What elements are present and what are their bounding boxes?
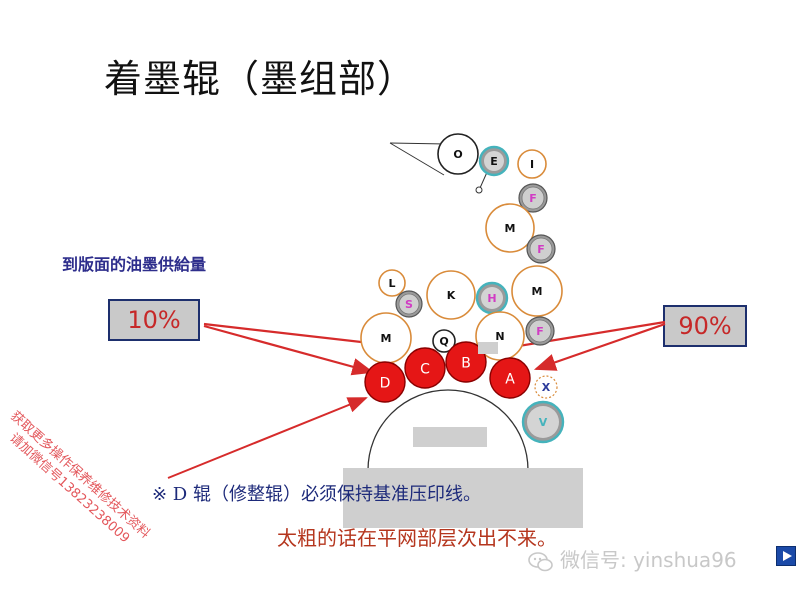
roller-label: N — [495, 330, 504, 343]
roller-label: S — [405, 298, 413, 311]
roller-a: A — [489, 357, 531, 399]
roller-h: H — [475, 281, 509, 315]
roller-label: X — [542, 381, 551, 394]
roller-label: B — [461, 355, 471, 371]
roller-label: H — [487, 292, 496, 305]
d-roller-note: ※ D 辊（修整辊）必须保持基准压印线。 — [152, 484, 481, 505]
roller-label: Q — [439, 335, 448, 348]
roller-f: F — [518, 183, 548, 213]
too-thick-note: 太粗的话在平网部层次出不来。 — [277, 526, 557, 550]
roller-label: M — [381, 332, 392, 345]
roller-label: L — [388, 277, 395, 290]
roller-label: M — [505, 222, 516, 235]
roller-label: V — [539, 416, 548, 429]
roller-b: B — [445, 341, 487, 383]
arrow-10pct-to-d — [203, 324, 375, 376]
wechat-icon — [528, 551, 553, 571]
wechat-id-text: 微信号: yinshua96 — [560, 548, 737, 572]
roller-c: C — [404, 347, 446, 389]
roller-f: F — [526, 234, 556, 264]
roller-q: Q — [432, 329, 456, 353]
roller-m: M — [360, 312, 412, 364]
roller-f: F — [525, 316, 555, 346]
roller-label: O — [453, 148, 462, 161]
right-percent-box: 90% — [663, 305, 747, 347]
roller-label: C — [420, 361, 430, 377]
roller-o: O — [437, 133, 479, 175]
roller-e: E — [478, 145, 510, 177]
roller-d: D — [364, 361, 406, 403]
ink-supply-label: 到版面的油墨供給量 — [62, 255, 207, 274]
roller-l: L — [378, 269, 406, 297]
roller-m: M — [485, 203, 535, 253]
overlay-block — [343, 468, 583, 528]
roller-i: I — [517, 149, 547, 179]
slide-title: 着墨辊（墨组部） — [104, 57, 417, 101]
roller-k: K — [426, 270, 476, 320]
roller-s: S — [395, 290, 423, 318]
left-percent-box: 10% — [108, 299, 200, 341]
roller-label: A — [505, 371, 515, 387]
roller-label: I — [530, 158, 534, 171]
ductor-lever-line — [389, 142, 447, 145]
roller-label: E — [490, 155, 498, 168]
roller-label: F — [529, 192, 537, 205]
arrow-note-to-d — [167, 397, 368, 479]
roller-label: F — [537, 243, 545, 256]
play-button[interactable] — [776, 546, 796, 566]
roller-label: K — [447, 289, 456, 302]
wechat-id: 微信号: yinshua96 — [528, 544, 737, 573]
plate-cylinder — [367, 389, 529, 471]
roller-m: M — [511, 265, 563, 317]
arrow-90pct-to-a — [533, 322, 666, 371]
overlay-block — [413, 427, 487, 447]
overlay-block — [478, 342, 498, 354]
ductor-pivot — [475, 186, 483, 194]
roller-v: V — [521, 400, 565, 444]
roller-label: F — [536, 325, 544, 338]
roller-x: X — [534, 375, 558, 399]
ductor-lever-line — [389, 142, 445, 176]
roller-label: M — [532, 285, 543, 298]
roller-label: D — [380, 375, 391, 391]
